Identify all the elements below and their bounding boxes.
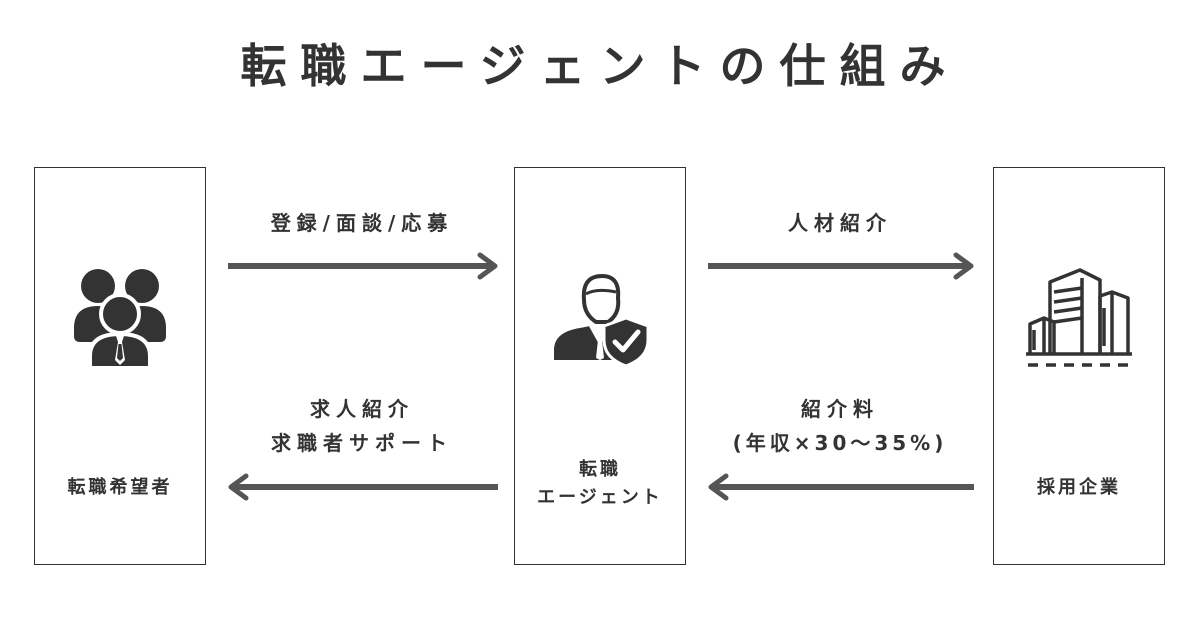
agent-box: 転職 エージェント [514,167,686,565]
job-referral-arrow [228,473,498,501]
talent-referral-arrow-label: 人材紹介 [788,211,892,235]
agent-shield-check-icon [515,268,685,368]
agent-label-line1: 転職 [579,459,621,480]
job-seeker-box: 転職希望者 [34,167,206,565]
referral-fee-arrow-label-line1: 紹介料 [801,397,879,421]
office-buildings-icon [994,266,1164,368]
job-referral-arrow-label-line2: 求職者サポート [271,431,453,455]
company-box: 採用企業 [993,167,1165,565]
register-arrow-label: 登録/面談/応募 [270,211,454,235]
agent-label-line2: エージェント [537,487,663,508]
diagram-title: 転職エージェントの仕組み [240,39,960,93]
job-seeker-label: 転職希望者 [67,477,173,498]
talent-referral-arrow [708,252,974,280]
referral-fee-arrow-label-line2: (年収×30〜35%) [732,431,948,455]
company-label: 採用企業 [1037,477,1121,498]
register-arrow [228,252,498,280]
job-referral-arrow-label-line1: 求人紹介 [310,397,414,421]
referral-fee-arrow [708,473,974,501]
people-group-icon [35,266,205,370]
